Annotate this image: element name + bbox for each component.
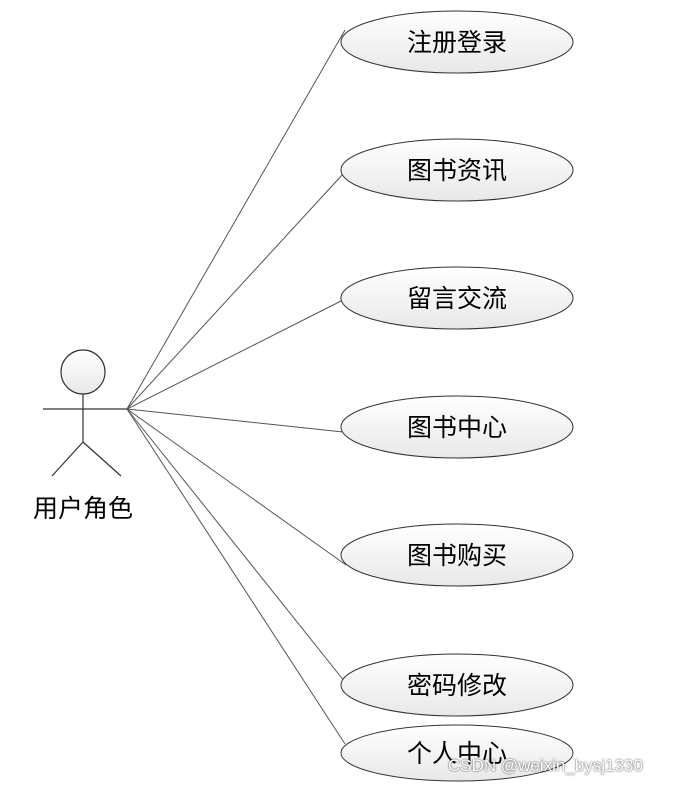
use-case-label: 图书中心 xyxy=(407,413,507,442)
actor-head xyxy=(60,349,106,395)
use-case-label: 留言交流 xyxy=(407,284,507,313)
use-case-3: 留言交流 xyxy=(340,266,574,330)
use-case-ellipse xyxy=(340,653,574,717)
watermark-text: CSDN @weixin_bysj1330 xyxy=(448,756,643,775)
association-line-3 xyxy=(126,299,344,410)
use-case-ellipse xyxy=(340,724,574,782)
use-case-label: 图书资讯 xyxy=(407,156,507,185)
association-line-2 xyxy=(126,173,344,410)
use-case-label: 图书购买 xyxy=(407,541,507,570)
actor-left-leg xyxy=(51,441,84,477)
use-case-1: 注册登录 xyxy=(340,10,574,74)
association-line-7 xyxy=(126,408,346,745)
actor-label: 用户角色 xyxy=(33,494,133,523)
association-line-5 xyxy=(126,408,347,566)
use-case-label: 注册登录 xyxy=(407,28,507,57)
use-case-2: 图书资讯 xyxy=(340,138,574,202)
use-case-label: 密码修改 xyxy=(407,671,507,700)
association-line-1 xyxy=(126,29,346,410)
actor-user xyxy=(43,349,127,477)
actor-right-leg xyxy=(82,441,122,477)
use-case-4: 图书中心 xyxy=(340,395,574,459)
association-line-4 xyxy=(126,408,344,433)
use-case-ellipse xyxy=(340,10,574,74)
use-case-ellipse xyxy=(340,266,574,330)
use-case-ellipse xyxy=(340,523,574,587)
use-case-ellipse xyxy=(340,395,574,459)
use-case-6: 密码修改 xyxy=(340,653,574,717)
association-lines xyxy=(126,29,347,745)
use-case-5: 图书购买 xyxy=(340,523,574,587)
use-case-label: 个人中心 xyxy=(407,739,507,768)
association-line-6 xyxy=(126,408,346,683)
use-case-ellipse xyxy=(340,138,574,202)
use-case-7: 个人中心 xyxy=(340,724,574,782)
